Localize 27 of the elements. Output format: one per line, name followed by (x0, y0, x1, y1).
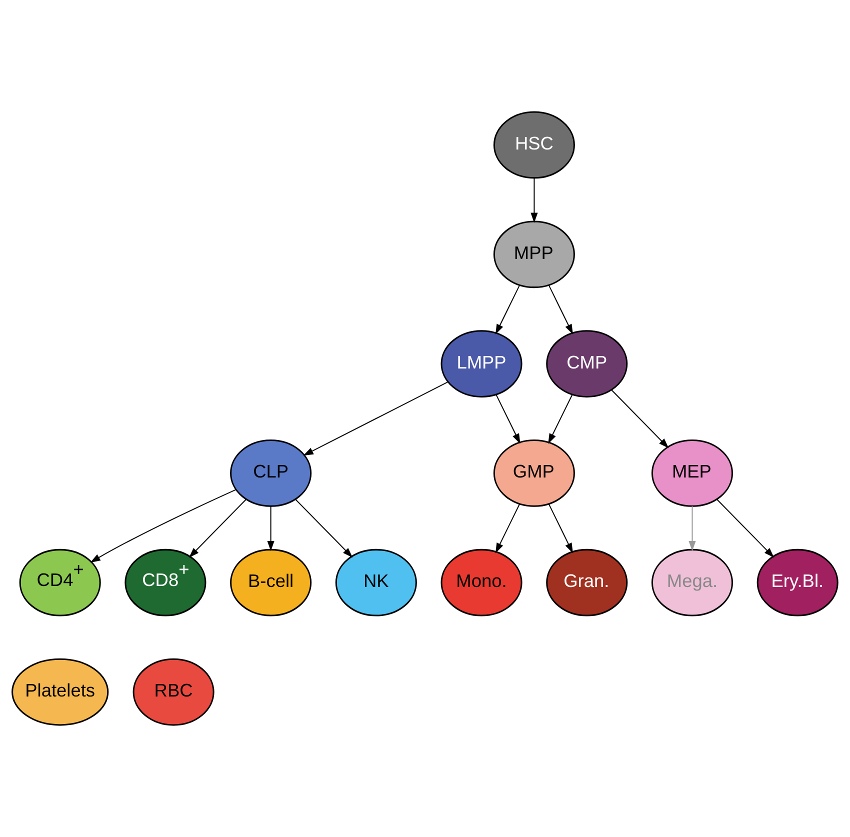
arrow (548, 504, 573, 554)
node-ellipse: LMPP (440, 330, 522, 398)
node-ellipse: Mega. (651, 548, 734, 616)
node-ellipse: CMP (546, 330, 628, 398)
arrow (530, 178, 538, 223)
arrow (188, 499, 246, 558)
arrow (496, 394, 520, 444)
node-ellipse: GMP (493, 440, 575, 507)
arrow (267, 506, 274, 552)
arrow (495, 285, 520, 334)
node-ellipse: Gran. (546, 548, 628, 616)
node-ellipse: RBC (132, 658, 214, 726)
node-ellipse: CLP (230, 440, 312, 507)
arrow (295, 499, 353, 558)
arrow (90, 489, 236, 563)
arrow (548, 394, 573, 444)
arrow (611, 390, 669, 448)
node-ellipse: Platelets (12, 658, 109, 726)
arrow (548, 285, 573, 334)
node-ellipse: HSC (493, 111, 575, 179)
arrow (303, 382, 448, 456)
node-ellipse: B-cell (230, 548, 312, 616)
arrow (495, 504, 520, 554)
node-ellipse: MPP (493, 220, 575, 288)
arrow (688, 506, 696, 552)
node-ellipse: Mono. (440, 548, 522, 616)
arrow (716, 499, 774, 558)
